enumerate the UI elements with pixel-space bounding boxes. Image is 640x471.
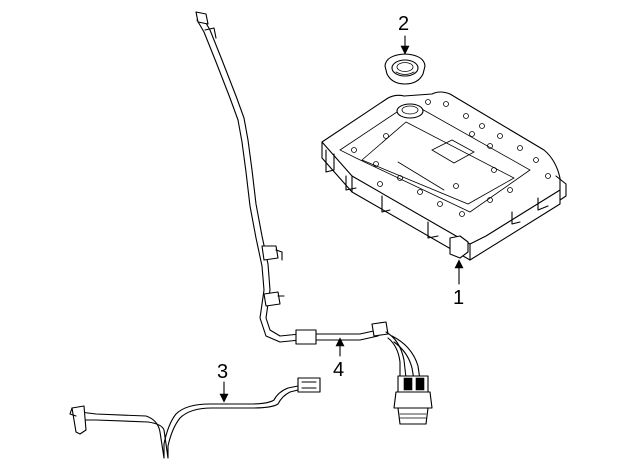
callout-3-label: 3: [217, 361, 228, 383]
callout-2: 2: [398, 13, 410, 55]
callout-1: 1: [453, 259, 464, 309]
callout-1-label: 1: [453, 287, 464, 309]
harness-part: [195, 11, 433, 425]
callout-2-label: 2: [398, 13, 409, 35]
module-part: [321, 91, 567, 261]
callout-4: 4: [333, 337, 345, 381]
callout-4-label: 4: [333, 359, 344, 381]
callout-3: 3: [217, 361, 229, 403]
lead-part: [69, 377, 321, 459]
cap-part: [384, 53, 426, 85]
